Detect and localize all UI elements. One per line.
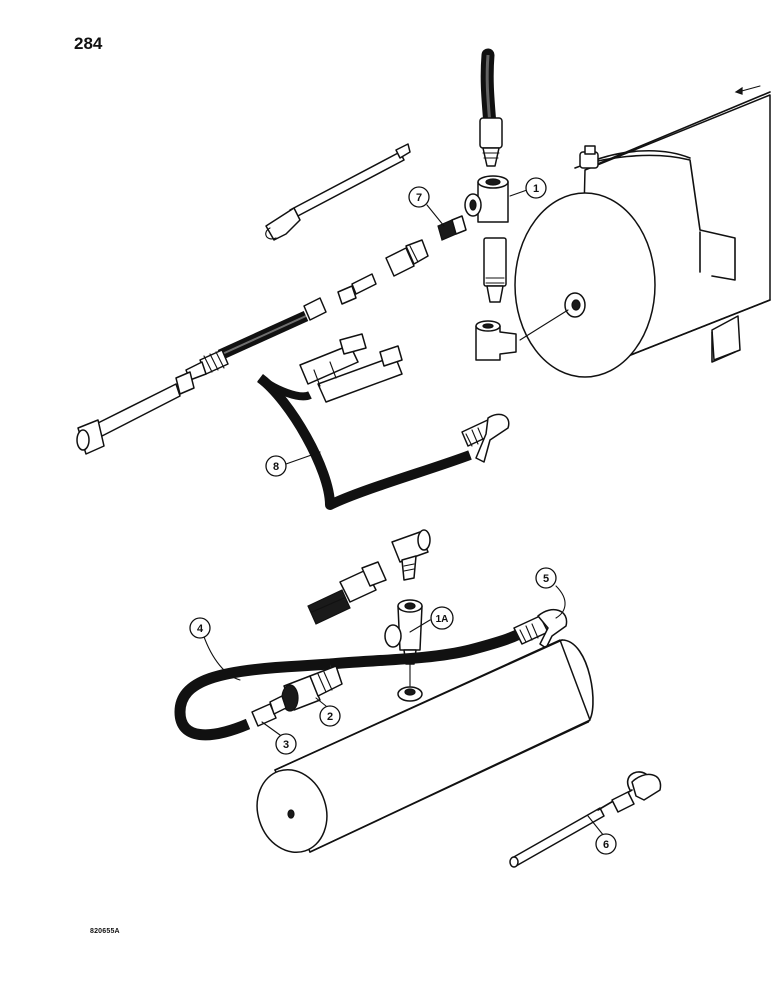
- callout-2: 2: [319, 705, 341, 727]
- drawing-code: 820655A: [90, 928, 120, 935]
- callout-1-label: 1: [533, 183, 539, 195]
- callout-3-label: 3: [283, 739, 289, 751]
- callout-4: 4: [189, 617, 211, 639]
- large-air-tank: [514, 85, 771, 378]
- leader-lines: [202, 189, 605, 837]
- small-air-tank: [256, 639, 594, 854]
- callout-6: 6: [595, 833, 617, 855]
- callout-1a-label: 1A: [436, 614, 449, 625]
- callout-7: 7: [408, 186, 430, 208]
- inflator-gauge: [509, 771, 662, 868]
- callout-3: 3: [275, 733, 297, 755]
- callout-6-label: 6: [603, 839, 609, 851]
- upper-tee-assembly: [464, 48, 569, 361]
- callout-1a: 1A: [430, 606, 454, 630]
- callout-5: 5: [535, 567, 557, 589]
- upper-connectors: [76, 143, 467, 455]
- page-number: 284: [74, 34, 103, 53]
- callout-1: 1: [525, 177, 547, 199]
- callout-2-label: 2: [327, 711, 333, 723]
- callout-8-label: 8: [273, 461, 279, 473]
- callout-7-label: 7: [416, 192, 422, 204]
- callout-8: 8: [265, 455, 287, 477]
- callout-4-label: 4: [197, 623, 204, 635]
- callout-5-label: 5: [543, 573, 549, 585]
- lower-tee-assembly: [307, 529, 431, 702]
- chuck-hose-assembly: [256, 333, 510, 510]
- lower-hose-assembly: [174, 608, 568, 741]
